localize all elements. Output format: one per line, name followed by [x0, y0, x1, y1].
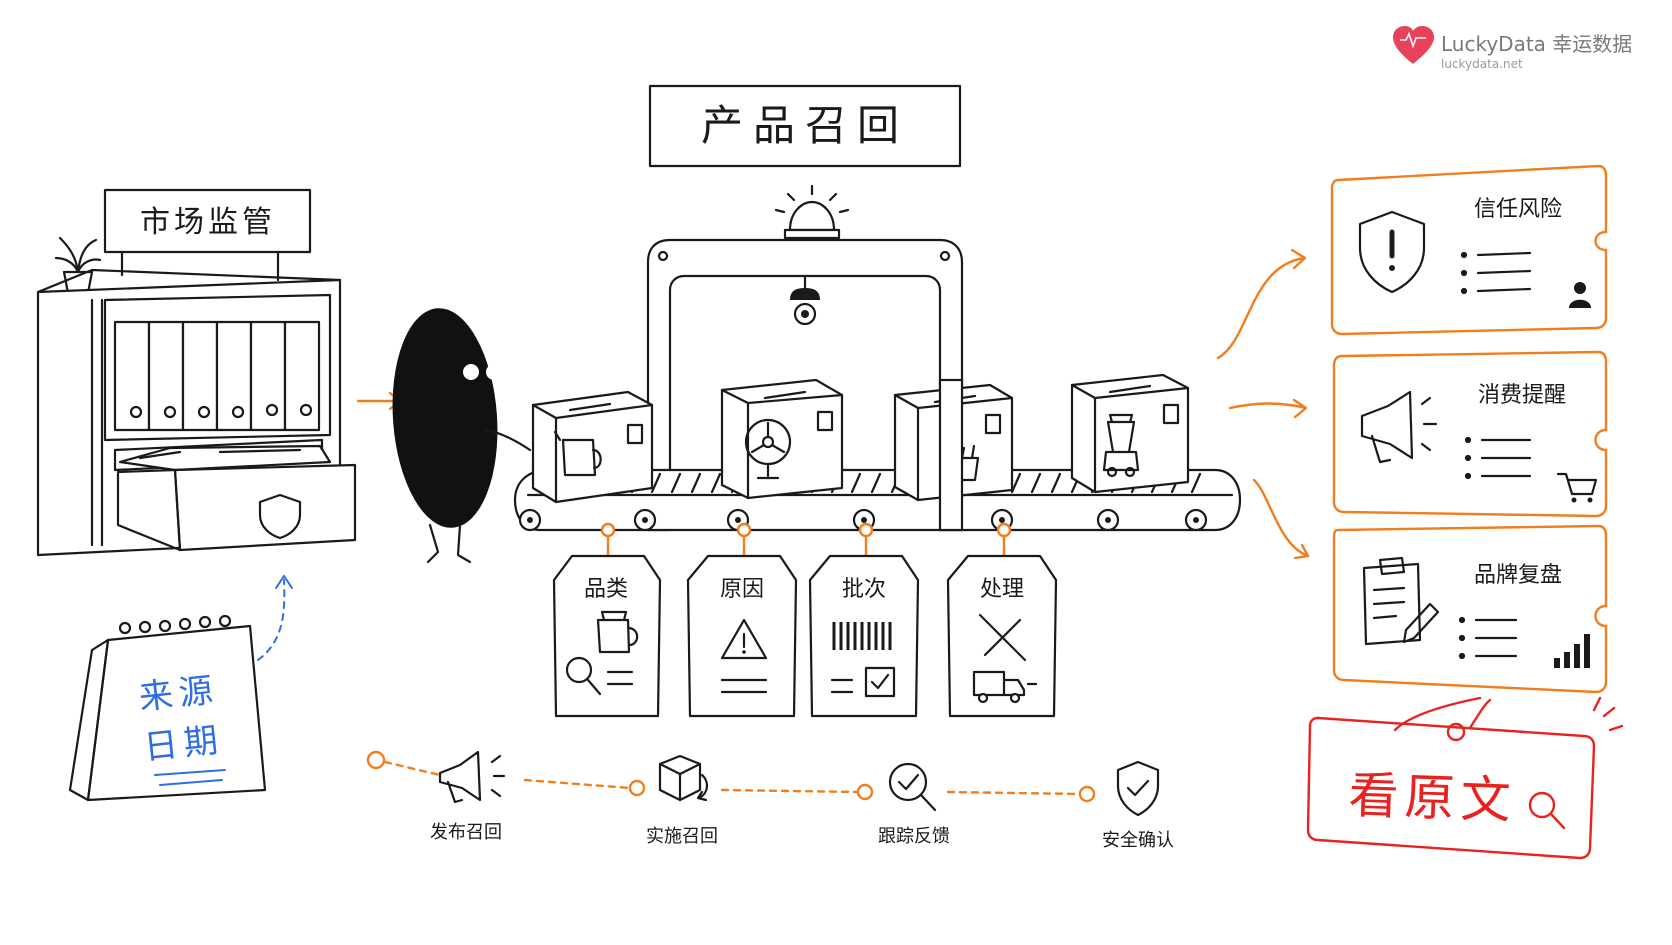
logo-brand: LuckyData 幸运数据	[1441, 32, 1632, 56]
timeline-step-implement: 实施召回	[646, 754, 718, 847]
regulator-cabinet: 市场监管	[36, 188, 357, 557]
alarm-light-icon	[774, 184, 850, 240]
impact-card-label: 信任风险	[1474, 197, 1562, 222]
box-kettle	[531, 390, 654, 504]
return-box-icon	[658, 754, 708, 802]
impact-card-label: 消费提醒	[1478, 383, 1566, 408]
timeline-step-track: 跟踪反馈	[878, 762, 950, 847]
tag-reason: 原因	[686, 554, 798, 718]
plant-icon	[54, 236, 102, 295]
bar-chart-icon	[1554, 634, 1590, 668]
warning-triangle-icon	[720, 618, 768, 694]
kettle-magnifier-icon	[565, 610, 639, 696]
blender-icon	[1102, 413, 1140, 472]
attribute-tags: 品类 原因 批次	[552, 522, 1058, 718]
search-icon[interactable]	[1528, 791, 1566, 830]
timeline-label: 跟踪反馈	[878, 826, 950, 847]
cta-label[interactable]: 看原文	[1348, 766, 1518, 830]
tag-label: 处理	[980, 577, 1024, 602]
shield-check-icon	[1116, 760, 1160, 817]
person-icon	[1569, 282, 1591, 308]
tag-category: 品类	[552, 554, 662, 718]
megaphone-icon	[438, 750, 506, 804]
conveyor-gate	[513, 184, 1242, 532]
drawer-shield-icon	[258, 493, 302, 540]
impact-arrows	[1216, 248, 1310, 560]
impact-card-label: 品牌复盘	[1474, 563, 1562, 588]
regulator-sign-text: 市场监管	[140, 205, 276, 240]
logo-url: luckydata.net	[1441, 57, 1523, 71]
timeline-step-publish: 发布召回	[430, 750, 506, 843]
calendar-line1: 来源	[137, 670, 221, 718]
kettle-icon	[553, 430, 602, 477]
timeline-label: 安全确认	[1102, 830, 1174, 851]
check-magnifier-icon	[888, 762, 937, 812]
calendar-connector	[257, 579, 286, 661]
box-fan	[720, 378, 844, 500]
page-title: 产品召回	[701, 101, 909, 150]
tools-truck-icon	[972, 613, 1038, 704]
tag-label: 批次	[842, 577, 886, 602]
ink-character	[392, 308, 532, 564]
recall-timeline: 发布召回 实施召回 跟踪反馈 安全确认	[366, 750, 1174, 851]
timeline-label: 发布召回	[430, 822, 502, 843]
timeline-step-confirm: 安全确认	[1102, 760, 1174, 851]
timeline-label: 实施召回	[646, 826, 718, 847]
tag-label: 原因	[720, 577, 764, 602]
shield-alert-icon	[1358, 210, 1426, 294]
megaphone-icon	[1360, 390, 1438, 464]
impact-card-trust: 信任风险	[1330, 164, 1608, 336]
read-original-button[interactable]: 看原文	[1306, 696, 1624, 860]
impact-card-brand: 品牌复盘	[1332, 524, 1608, 694]
cart-icon	[1556, 472, 1598, 503]
title-sign: 产品召回	[648, 84, 962, 168]
clipboard-pencil-icon	[1362, 556, 1440, 646]
tag-batch: 批次	[808, 554, 920, 718]
camera-icon	[790, 274, 820, 326]
source-date-calendar: 来源 日期	[68, 574, 293, 802]
barcode-icon	[830, 622, 896, 698]
luckydata-logo: LuckyData 幸运数据 luckydata.net	[1393, 26, 1632, 71]
tag-label: 品类	[584, 577, 628, 602]
binders	[113, 320, 321, 432]
tag-handling: 处理	[946, 554, 1058, 718]
box-blender	[1070, 373, 1190, 494]
impact-card-consumer: 消费提醒	[1332, 350, 1608, 518]
calendar-line2: 日期	[142, 720, 226, 768]
